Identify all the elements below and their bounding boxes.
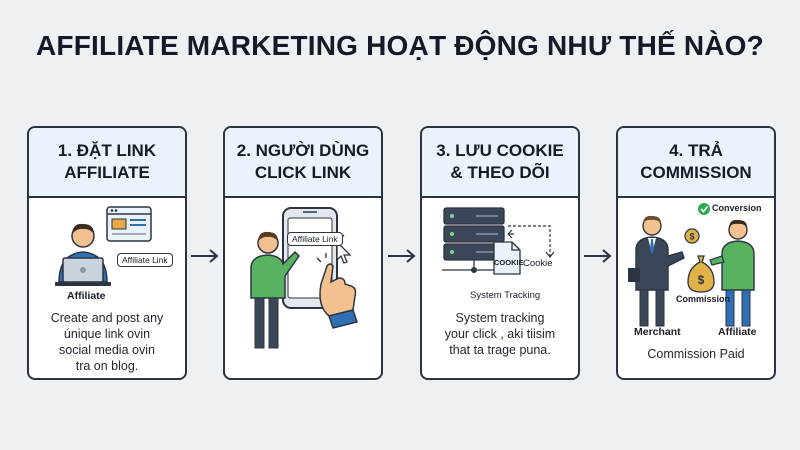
page-title: AFFILIATE MARKETING HOẠT ĐỘNG NHƯ THẾ NÀ…	[36, 30, 764, 61]
svg-text:$: $	[689, 232, 694, 242]
step-3-description: System tracking your click , aki tiisim …	[422, 310, 578, 358]
cookie-file-label: COOKIE	[494, 258, 524, 267]
step-card-4: 4. TRẢ COMMISSION $ $	[616, 126, 776, 380]
step-3-desc-line: that ta trage puna.	[449, 343, 551, 357]
step-1-heading-line2: AFFILIATE	[64, 163, 150, 182]
step-3-header: 3. LƯU COOKIE & THEO DÕI	[422, 128, 578, 198]
step-3-illustration: COOKIE Cookie System Tracking	[422, 198, 578, 378]
step-3-heading-line2: & THEO DÕI	[450, 163, 550, 182]
cookie-label: Cookie	[523, 258, 553, 269]
affiliate-link-tag: Affiliate Link	[117, 253, 173, 267]
step-3-heading-line1: 3. LƯU COOKIE	[436, 141, 564, 160]
step-4-heading-line2: COMMISSION	[640, 163, 752, 182]
step-2-heading-line1: 2. NGƯỜI DÙNG	[236, 141, 370, 160]
step-4-heading-line1: 4. TRẢ	[669, 141, 723, 160]
step-card-2: 2. NGƯỜI DÙNG CLICK LINK Affi	[223, 126, 383, 380]
affiliate-link-button: Affiliate Link	[287, 232, 343, 246]
step-2-illustration: Affiliate Link	[225, 198, 381, 378]
step-4-desc-line: Commission Paid	[647, 347, 745, 361]
step-1-illustration: Affiliate Link Affiliate	[29, 198, 185, 378]
step-card-3: 3. LƯU COOKIE & THEO DÕI COOKIE	[420, 126, 580, 380]
arrow-right-icon	[191, 249, 219, 263]
step-1-caption: Affiliate	[67, 290, 106, 302]
server-cookie-icon	[442, 207, 555, 275]
phone-click-icon	[250, 207, 358, 349]
step-3-caption: System Tracking	[470, 290, 541, 301]
step-1-desc-line: social media ovin	[59, 343, 155, 357]
step-1-desc-line: Create and post any	[50, 311, 164, 325]
step-2-header: 2. NGƯỜI DÙNG CLICK LINK	[225, 128, 381, 198]
svg-text:$: $	[698, 273, 705, 287]
merchant-label: Merchant	[634, 326, 681, 338]
step-2-heading-line2: CLICK LINK	[254, 163, 352, 182]
conversion-label: Conversion	[712, 203, 762, 213]
step-1-heading-line1: 1. ĐẶT LINK	[57, 141, 157, 160]
commission-label: Commission	[676, 294, 731, 304]
step-card-1: 1. ĐẶT LINK AFFILIATE Affiliate Link Aff…	[27, 126, 187, 380]
affiliate-laptop-icon	[55, 206, 152, 286]
affiliate-label: Affiliate	[718, 326, 757, 338]
step-4-illustration: $ $ Conversion Commission Merchant Affil…	[618, 198, 774, 378]
step-3-desc-line: System tracking	[455, 311, 545, 325]
step-3-desc-line: your click , aki tiisim	[444, 327, 556, 341]
commission-payment-icon: $ $	[628, 203, 755, 327]
step-1-description: Create and post any únique link ovin soc…	[29, 310, 185, 374]
step-1-header: 1. ĐẶT LINK AFFILIATE	[29, 128, 185, 198]
step-4-header: 4. TRẢ COMMISSION	[618, 128, 774, 198]
step-4-description: Commission Paid	[618, 346, 774, 362]
arrow-right-icon	[388, 249, 416, 263]
step-1-desc-line: únique link ovin	[63, 327, 151, 341]
arrow-right-icon	[584, 249, 612, 263]
step-1-desc-line: tra on blog.	[75, 359, 139, 373]
